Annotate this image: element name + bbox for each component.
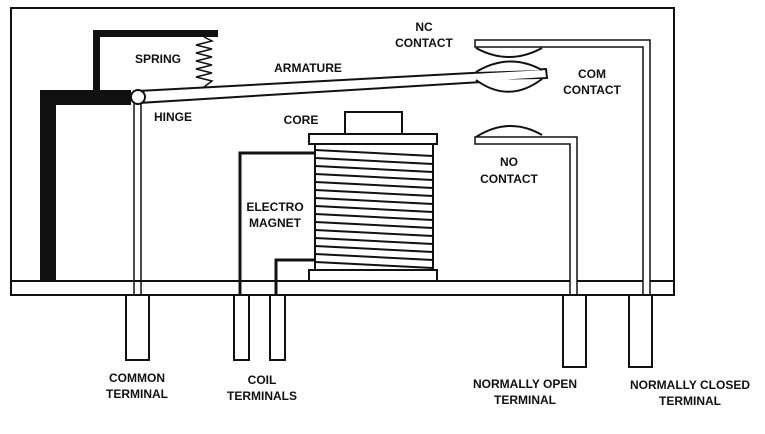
electromagnet-label-line1: ELECTRO xyxy=(246,200,303,214)
hinge-icon xyxy=(130,89,146,105)
normally-closed-terminal-pin xyxy=(628,294,653,368)
no-contact xyxy=(474,125,578,296)
spring-icon xyxy=(195,36,215,88)
normally-closed-label-line1: NORMALLY CLOSED xyxy=(630,378,750,392)
com-contact xyxy=(475,60,543,93)
electromagnet-label-line2: MAGNET xyxy=(249,216,302,230)
core-bottom-flange xyxy=(308,269,438,282)
coil-terminals-label-line2: TERMINALS xyxy=(227,389,297,403)
coil-terminals-label-line1: COIL xyxy=(248,373,277,387)
normally-open-label-line2: TERMINAL xyxy=(494,393,556,407)
hinge-label: HINGE xyxy=(154,110,192,124)
no-contact-label-line2: CONTACT xyxy=(480,172,538,186)
common-terminal-label-line2: TERMINAL xyxy=(106,387,168,401)
coil-wires xyxy=(238,151,315,295)
nc-contact-label-line2: CONTACT xyxy=(395,36,453,50)
spring-bracket xyxy=(93,30,218,90)
common-terminal-pin xyxy=(125,294,150,361)
nc-contact-label-line1: NC xyxy=(415,20,433,34)
armature-label: ARMATURE xyxy=(274,61,342,75)
com-contact-label-line1: COM xyxy=(578,67,606,81)
no-contact-label-line1: NO xyxy=(500,155,518,169)
electromagnet-coil xyxy=(314,143,434,271)
coil-terminal-pin-2 xyxy=(269,294,286,361)
terminal-pins xyxy=(125,294,653,368)
core-top-flange xyxy=(308,133,438,145)
core-block xyxy=(344,111,403,135)
com-contact-label-line2: CONTACT xyxy=(563,83,621,97)
core-label: CORE xyxy=(284,113,319,127)
normally-open-terminal-pin xyxy=(562,294,587,368)
normally-open-label-line1: NORMALLY OPEN xyxy=(473,377,577,391)
coil-terminal-pin-1 xyxy=(233,294,250,361)
common-terminal-frame xyxy=(40,90,142,295)
common-terminal-label-line1: COMMON xyxy=(109,371,165,385)
spring-label: SPRING xyxy=(135,52,181,66)
normally-closed-label-line2: TERMINAL xyxy=(659,394,721,408)
